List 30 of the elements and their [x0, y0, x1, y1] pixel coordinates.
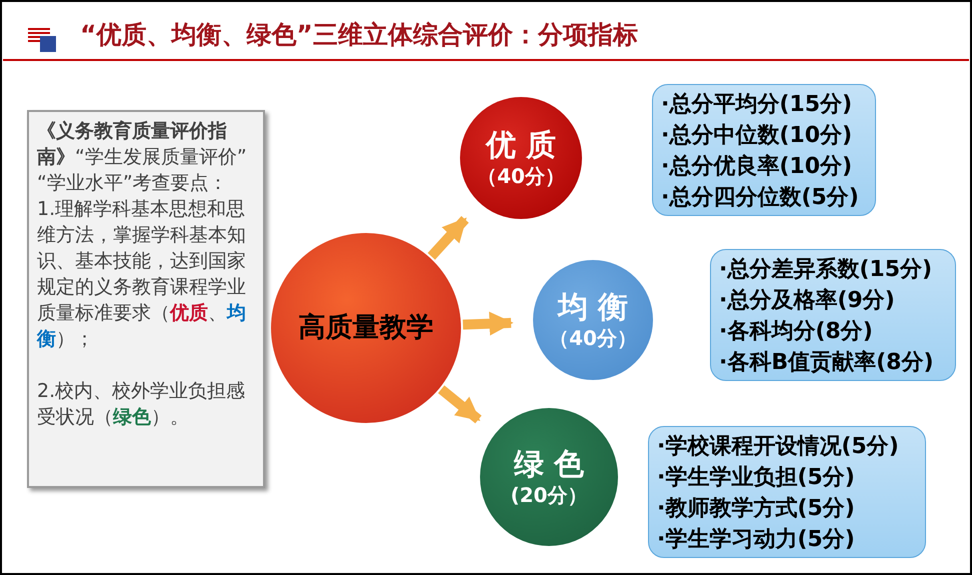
circle-title: 高质量教学	[298, 311, 434, 345]
circle-title: 绿 色	[514, 446, 584, 484]
note-text: 2.校内、校外学业负担感受状况（绿色）。	[37, 379, 246, 430]
circle-title: 均 衡	[558, 288, 628, 326]
circle-title: 优 质	[486, 126, 556, 164]
arrow	[462, 312, 514, 336]
indicator-text: ·教师教学方式(5分)	[657, 494, 856, 523]
indicator-text: ·总分平均分(15分)	[661, 91, 854, 119]
indicator-text: ·学生学习动力(5分)	[657, 526, 856, 554]
indicator-text: ·学生学业负担(5分)	[657, 464, 856, 492]
indicator-text: ·总分优良率(10分)	[661, 152, 854, 181]
indicator-box	[652, 84, 876, 216]
indicator-box	[648, 426, 926, 558]
score-label: （40分）	[549, 326, 637, 352]
indicator-text: ·总分差异系数(15分)	[719, 256, 934, 284]
indicator-text: ·各科B值贡献率(8分)	[719, 348, 935, 377]
arrow	[438, 385, 482, 424]
indicator-text: ·各科均分(8分)	[719, 318, 874, 346]
note-text: 《义务教育质量评价指南》“学生发展质量评价” “学业水平”考查要点：	[37, 119, 248, 196]
title: “优质、均衡、绿色”三维立体综合评价：分项指标	[80, 19, 638, 51]
score-label: （40分）	[477, 164, 565, 190]
indicator-text: ·学校课程开设情况(5分)	[657, 433, 900, 461]
score-label: (20分）	[510, 483, 588, 508]
indicator-box	[710, 249, 956, 381]
arrow	[428, 216, 469, 260]
indicator-text: ·总分及格率(9分)	[719, 286, 896, 315]
note-box	[27, 110, 265, 488]
note-text: 1.理解学科基本思想和思维方法，掌握学科基本知识、基本技能，达到国家规定的义务教育课程学业质量标准要求（优质、均衡）；	[37, 197, 247, 352]
indicator-text: ·总分中位数(10分)	[661, 122, 854, 150]
indicator-text: ·总分四分位数(5分)	[661, 184, 860, 212]
